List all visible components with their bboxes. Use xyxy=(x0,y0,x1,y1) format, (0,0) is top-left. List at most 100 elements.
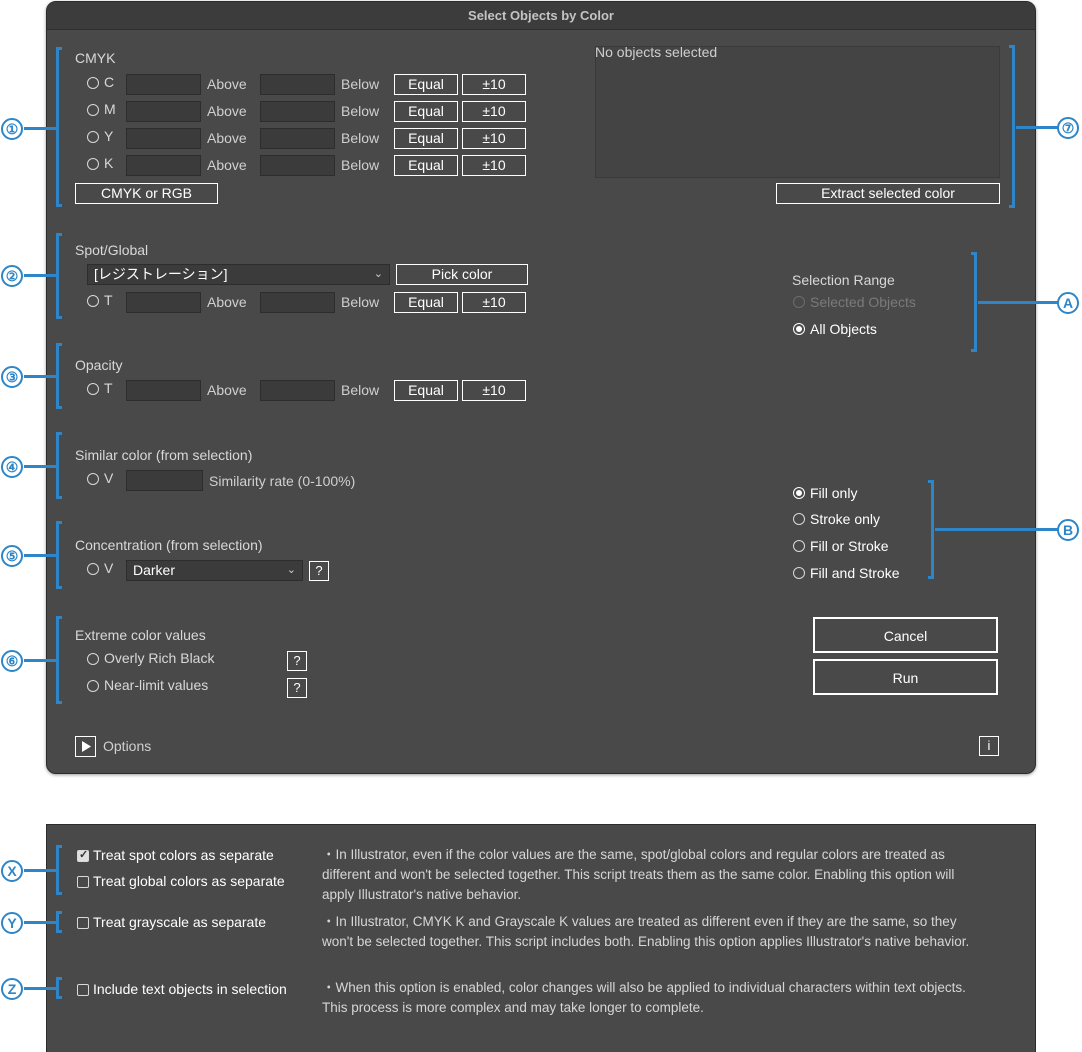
near-limit-help-button[interactable]: ? xyxy=(287,678,307,698)
marker-5-bracket xyxy=(56,521,62,589)
opacity-pm10-button[interactable]: ±10 xyxy=(462,380,526,401)
opacity-above-label: Above xyxy=(207,382,247,398)
options-toggle-button[interactable] xyxy=(75,736,96,757)
treat-spot-separate-checkbox[interactable] xyxy=(77,848,89,862)
radio-overly-rich-black[interactable] xyxy=(87,653,99,665)
y-equal-button[interactable]: Equal xyxy=(394,128,458,149)
fill-or-stroke-label: Fill or Stroke xyxy=(810,538,889,554)
marker-3: ③ xyxy=(1,366,23,388)
marker-a-bracket xyxy=(971,252,977,352)
rich-black-help-button[interactable]: ? xyxy=(287,651,307,671)
c-pm10-button[interactable]: ±10 xyxy=(462,74,526,95)
info-button[interactable]: i xyxy=(979,736,999,756)
k-above-input[interactable] xyxy=(126,155,201,176)
similar-color-label: Similar color (from selection) xyxy=(75,447,253,463)
marker-x-bracket xyxy=(56,845,62,895)
k-equal-button[interactable]: Equal xyxy=(394,155,458,176)
radio-c[interactable] xyxy=(87,77,99,89)
options-label: Options xyxy=(103,738,152,754)
m-above-input[interactable] xyxy=(126,101,201,122)
radio-fill-only[interactable] xyxy=(793,487,805,499)
cmyk-label: CMYK xyxy=(75,50,116,66)
marker-1-bracket xyxy=(56,47,62,207)
similar-v-label: V xyxy=(104,470,114,486)
opacity-t-label: T xyxy=(104,380,113,396)
include-text-objects-checkbox[interactable] xyxy=(77,984,89,996)
marker-z-bracket xyxy=(56,977,62,999)
radio-concentration-v[interactable] xyxy=(87,563,99,575)
radio-similar-v[interactable] xyxy=(87,473,99,485)
marker-7: ⑦ xyxy=(1057,117,1079,139)
marker-a-connector xyxy=(978,301,1058,304)
select-objects-dialog: Select Objects by Color CMYK C Above Bel… xyxy=(46,1,1036,774)
radio-stroke-only[interactable] xyxy=(793,513,805,525)
cmyk-or-rgb-button[interactable]: CMYK or RGB xyxy=(75,183,218,204)
radio-m[interactable] xyxy=(87,104,99,116)
spot-color-value: [レジストレーション] xyxy=(94,266,228,282)
similarity-rate-label: Similarity rate (0-100%) xyxy=(209,473,356,489)
concentration-dropdown[interactable]: Darker ⌄ xyxy=(126,560,303,581)
y-pm10-button[interactable]: ±10 xyxy=(462,128,526,149)
all-objects-label: All Objects xyxy=(810,321,877,337)
opacity-above-input[interactable] xyxy=(126,380,201,401)
marker-2-connector xyxy=(24,274,58,277)
treat-global-separate-checkbox[interactable] xyxy=(77,876,89,888)
channel-m-label: M xyxy=(104,101,116,117)
cancel-button[interactable]: Cancel xyxy=(813,617,998,653)
channel-k-label: K xyxy=(104,155,114,171)
marker-1: ① xyxy=(1,118,23,140)
k-below-input[interactable] xyxy=(260,155,335,176)
k-pm10-button[interactable]: ±10 xyxy=(462,155,526,176)
radio-near-limit-values[interactable] xyxy=(87,680,99,692)
radio-selected-objects[interactable] xyxy=(793,296,805,308)
radio-fill-or-stroke[interactable] xyxy=(793,540,805,552)
c-below-input[interactable] xyxy=(260,74,335,95)
m-equal-button[interactable]: Equal xyxy=(394,101,458,122)
spot-below-input[interactable] xyxy=(260,292,335,313)
radio-fill-and-stroke[interactable] xyxy=(793,567,805,579)
run-button[interactable]: Run xyxy=(813,659,998,695)
stroke-only-label: Stroke only xyxy=(810,511,881,527)
m-pm10-button[interactable]: ±10 xyxy=(462,101,526,122)
m-below-input[interactable] xyxy=(260,101,335,122)
k-above-label: Above xyxy=(207,157,247,173)
opacity-below-label: Below xyxy=(341,382,380,398)
spot-color-dropdown[interactable]: [レジストレーション] ⌄ xyxy=(87,264,390,285)
extract-selected-color-button[interactable]: Extract selected color xyxy=(776,183,1000,204)
text-objects-description: ・When this option is enabled, color chan… xyxy=(322,980,966,1015)
concentration-help-button[interactable]: ? xyxy=(309,561,329,581)
spot-equal-button[interactable]: Equal xyxy=(394,292,458,313)
marker-z-connector xyxy=(24,987,58,990)
opacity-below-input[interactable] xyxy=(260,380,335,401)
treat-global-separate-label: Treat global colors as separate xyxy=(93,873,285,889)
options-panel: Treat spot colors as separate Treat glob… xyxy=(46,824,1036,1052)
marker-y-connector xyxy=(24,921,58,924)
channel-y-label: Y xyxy=(104,128,114,144)
radio-all-objects[interactable] xyxy=(793,323,805,335)
marker-y-bracket xyxy=(56,911,62,933)
selection-range-label: Selection Range xyxy=(792,272,895,288)
grayscale-description: ・In Illustrator, CMYK K and Grayscale K … xyxy=(322,914,970,949)
y-above-input[interactable] xyxy=(126,128,201,149)
spot-above-label: Above xyxy=(207,294,247,310)
y-below-input[interactable] xyxy=(260,128,335,149)
similarity-rate-input[interactable] xyxy=(126,470,203,491)
radio-spot-t[interactable] xyxy=(87,295,99,307)
marker-7-connector xyxy=(1016,126,1058,129)
marker-b-connector xyxy=(935,528,1058,531)
opacity-equal-button[interactable]: Equal xyxy=(394,380,458,401)
radio-k[interactable] xyxy=(87,158,99,170)
marker-1-connector xyxy=(24,127,58,130)
spot-pm10-button[interactable]: ±10 xyxy=(462,292,526,313)
c-equal-button[interactable]: Equal xyxy=(394,74,458,95)
pick-color-button[interactable]: Pick color xyxy=(396,264,528,285)
c-above-input[interactable] xyxy=(126,74,201,95)
marker-6-connector xyxy=(24,659,58,662)
spot-above-input[interactable] xyxy=(126,292,201,313)
radio-y[interactable] xyxy=(87,131,99,143)
treat-grayscale-separate-checkbox[interactable] xyxy=(77,917,89,929)
marker-2: ② xyxy=(1,265,23,287)
radio-opacity-t[interactable] xyxy=(87,383,99,395)
m-above-label: Above xyxy=(207,103,247,119)
concentration-v-label: V xyxy=(104,560,114,576)
